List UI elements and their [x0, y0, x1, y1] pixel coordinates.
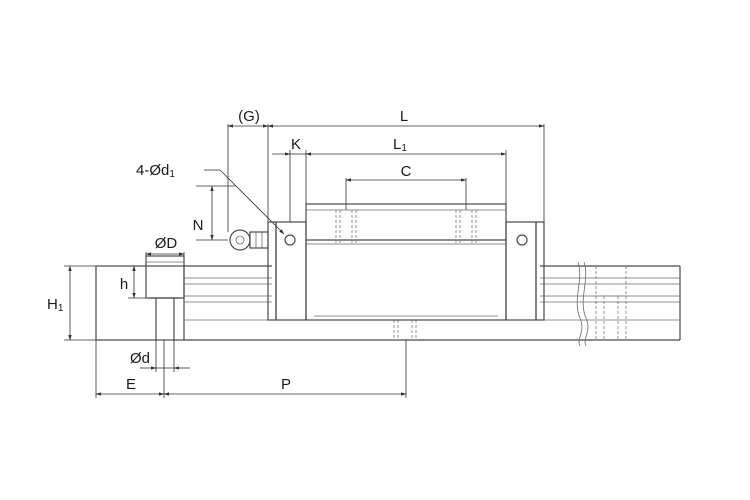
block-body — [305, 203, 507, 321]
end-cap-right — [505, 221, 537, 321]
grease-nipple — [229, 229, 269, 251]
label-h: h — [120, 276, 128, 293]
label-L: L — [400, 108, 408, 125]
label-L1: L1 — [393, 136, 407, 154]
rail-end-face — [95, 265, 185, 341]
label-P: P — [281, 376, 291, 393]
break-line — [576, 261, 583, 347]
tapped-hole-left — [335, 210, 357, 244]
label-E: E — [126, 376, 136, 393]
end-seal-left — [267, 221, 277, 321]
label-N: N — [193, 217, 204, 234]
end-seal-right — [535, 221, 545, 321]
label-G: (G) — [238, 108, 260, 125]
label-H1: H1 — [47, 296, 64, 314]
label-D: ØD — [155, 235, 178, 252]
rail-mount-hole — [145, 255, 185, 340]
endcap-hole-right — [516, 234, 528, 246]
endcap-hole-left — [284, 234, 296, 246]
label-C: C — [401, 163, 412, 180]
label-K: K — [291, 136, 301, 153]
rail — [95, 261, 681, 347]
label-d: Ød — [130, 350, 150, 367]
tapped-hole-right — [455, 210, 477, 244]
label-d1: 4-Ød1 — [136, 162, 175, 180]
carriage-block — [267, 203, 545, 321]
end-cap-left — [275, 221, 307, 321]
